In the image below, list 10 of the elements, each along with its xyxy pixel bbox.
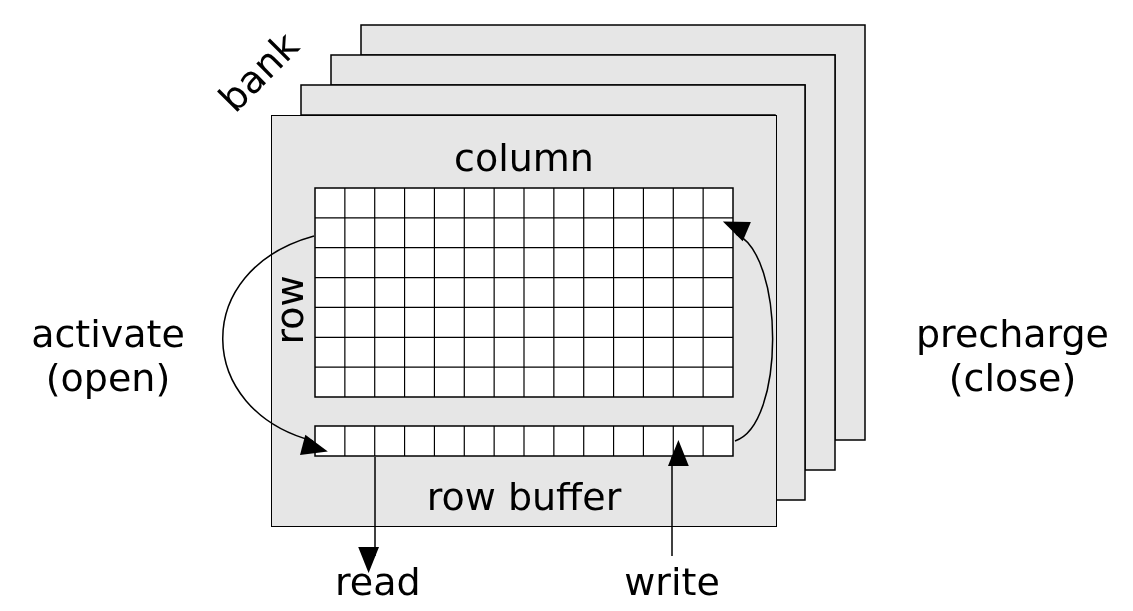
column-label: column bbox=[453, 136, 595, 180]
edge-label: activate (open) bbox=[30, 312, 186, 400]
arrow bbox=[668, 440, 689, 557]
arrow bbox=[726, 218, 774, 442]
port-label: write bbox=[623, 560, 721, 604]
arrow bbox=[222, 235, 327, 454]
row-buffer-label: row buffer bbox=[425, 475, 623, 519]
edge-label: precharge (close) bbox=[915, 312, 1110, 400]
arrow bbox=[358, 456, 379, 573]
row-label: row bbox=[268, 274, 312, 347]
